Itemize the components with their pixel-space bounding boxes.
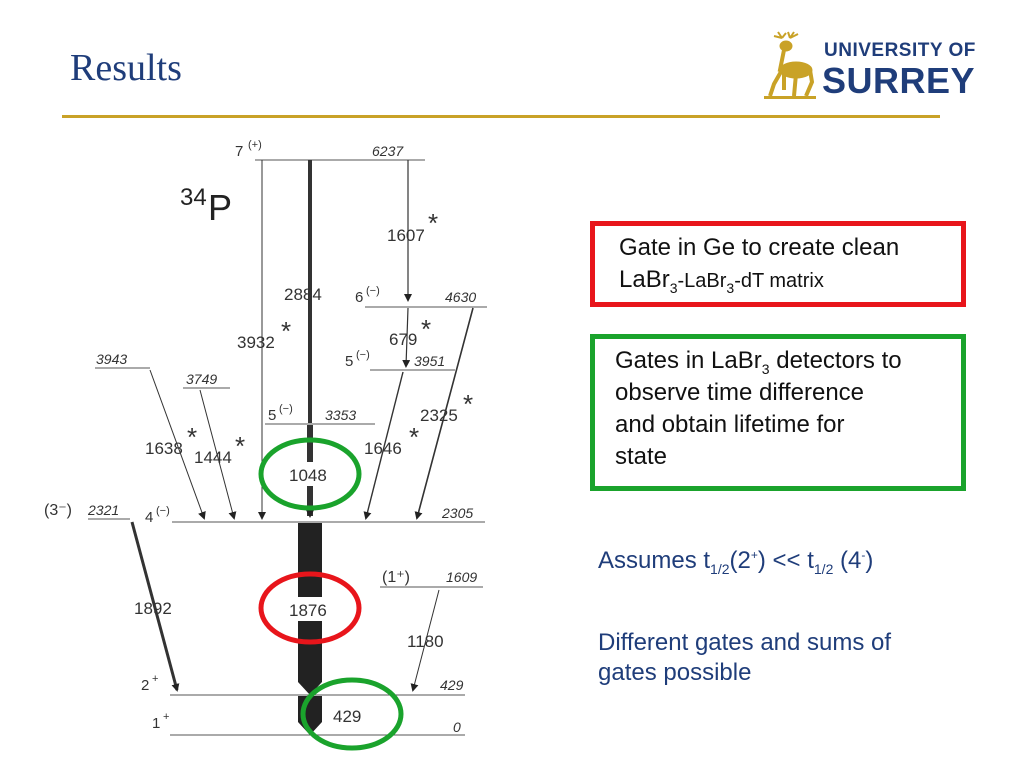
level-energy-2305: 2305 [441,505,473,521]
transition-label-1180: 1180 [407,632,444,651]
nucleus-symbol: P [208,187,232,228]
green-box-line4: state [615,443,668,470]
level-energy-429: 429 [440,677,464,693]
gates-note: Different gates and sums of gates possib… [598,628,891,688]
level-energy-0: 0 [453,719,461,735]
note1-a: Assumes t [598,547,711,574]
level-energy-3749: 3749 [186,371,217,387]
transition-679 [402,307,411,368]
level-spin-2305: 4 [145,509,153,526]
level-energy-2321: 2321 [87,502,119,518]
transition-2325 [414,307,474,520]
level-spin-3951: 5 [345,353,353,370]
red-box-sub1: 3 [669,279,678,296]
green-box-line2: observe time difference [615,379,865,406]
note2-line2: gates possible [598,659,752,686]
level-scheme: 34 P 7 (+) 6237 6 (−) 4630 [44,139,487,751]
red-box-sub2: 3 [726,279,735,296]
label-bg-1048 [286,462,334,486]
transition-label-1048-front: 1048 [289,466,327,485]
level-energy-6237: 6237 [372,143,404,159]
assumption-note: Assumes t1/2(2+) << t1/2 (4-) [598,546,873,576]
level-parity-429: + [152,673,158,685]
stag-icon [764,31,816,99]
transition-label-429: 429 [333,707,361,726]
logo-text-university: UNIVERSITY OF [824,40,976,61]
level-energy-1609: 1609 [446,569,477,585]
level-spin-4630: 6 [355,289,363,306]
university-logo: UNIVERSITY OF SURREY [760,30,1000,110]
red-box-labr2: -LaBr [677,270,727,292]
transition-label-3932: 3932 [237,333,275,352]
page-title: Results [70,47,182,89]
gate-circle-1048 [258,437,362,511]
transition-1444 [199,389,237,520]
transition-label-1638: 1638 [145,439,183,458]
level-parity-2305: (−) [156,505,170,517]
level-spin-3353: 5 [268,407,276,424]
level-spin-2321: (3⁻) [44,502,72,519]
transition-label-2325: 2325 [420,406,458,425]
note1-c: ) << t [757,547,814,574]
transition-label-1876-front: 1876 [289,601,327,620]
transition-star-1444: * [235,431,245,461]
note1-sub1: 1/2 [710,560,730,577]
transition-1180 [410,589,440,692]
transition-star-3932: * [281,316,291,346]
level-parity-3951: (−) [356,349,370,361]
level-parity-0: + [163,711,169,723]
level-spin-6237: 7 [235,143,243,160]
nucleus-mass: 34 [180,184,207,211]
transition-label-1444: 1444 [194,448,232,467]
level-spin-429: 2 [141,677,149,694]
transition-label-679: 679 [389,330,417,349]
level-energy-4630: 4630 [445,289,476,305]
level-parity-6237: (+) [248,139,262,151]
logo-text-surrey: SURREY [822,60,976,101]
green-box-line3: and obtain lifetime for [615,411,845,438]
transition-1638 [149,369,206,520]
red-box-line1: Gate in Ge to create clean [619,234,900,261]
note1-sup1: + [750,548,758,562]
level-energy-3353: 3353 [325,407,356,423]
note1-b: (2 [729,547,751,574]
label-bg-1876 [286,597,334,621]
gate-circle-429 [300,677,404,751]
transition-label-2884: 2884 [284,285,322,304]
level-spin-0: 1 [152,715,160,732]
transition-star-1638: * [187,422,197,452]
transition-label-1892: 1892 [134,599,172,618]
green-gate-box: Gates in LaBr3 detectors to observe time… [590,334,966,491]
green-box-line1: Gates in LaBr3 detectors to [615,345,961,377]
transition-star-679: * [421,314,431,344]
red-box-matrix: -dT matrix [734,270,824,292]
gate-circle-1876 [258,571,362,645]
note1-sup2: - [861,548,866,562]
level-parity-3353: (−) [279,403,293,415]
transition-star-1607: * [428,208,438,238]
transition-1892 [130,521,180,692]
red-box-line2: LaBr3-LaBr3-dT matrix [619,264,961,297]
red-gate-box: Gate in Ge to create clean LaBr3-LaBr3-d… [590,221,966,307]
transition-label-1646: 1646 [364,439,402,458]
level-energy-3951: 3951 [414,353,445,369]
note1-d: (4 [833,547,862,574]
note2-line1: Different gates and sums of [598,629,892,656]
transition-1646 [363,371,404,520]
note1-sub2: 1/2 [813,560,834,577]
transition-star-1646: * [409,422,419,452]
note1-e: ) [865,547,874,574]
title-rule [62,115,940,118]
transition-label-1607: 1607 [387,226,425,245]
green-box-sub: 3 [761,360,770,377]
level-parity-4630: (−) [366,285,380,297]
level-energy-3943: 3943 [96,351,127,367]
red-box-labr: LaBr [619,266,670,293]
green-box-gates: Gates in LaBr [615,347,762,374]
transition-star-2325: * [463,389,473,419]
level-spin-1609: (1⁺) [382,569,410,586]
green-box-detectors: detectors to [769,347,902,374]
